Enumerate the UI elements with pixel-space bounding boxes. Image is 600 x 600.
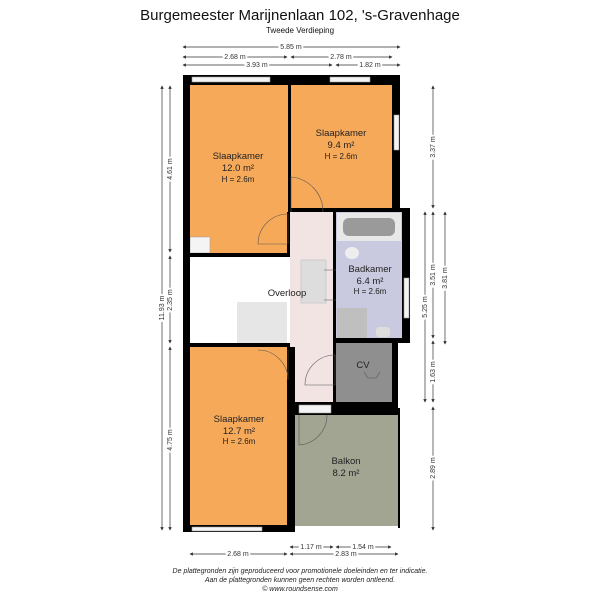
floor-subtitle: Tweede Verdieping — [266, 26, 334, 35]
svg-text:2.68 m: 2.68 m — [224, 54, 246, 61]
dimensions-top: 5.85 m 2.68 m 2.78 m 3.93 m 1.82 m — [182, 42, 401, 71]
svg-text:Badkamer: Badkamer — [348, 264, 391, 275]
copyright-link[interactable]: © www.roundsense.com — [262, 585, 338, 593]
svg-text:Slaapkamer: Slaapkamer — [214, 414, 265, 425]
window — [393, 114, 400, 151]
svg-text:Balkon: Balkon — [331, 456, 360, 467]
toilet-icon — [345, 247, 359, 259]
door-bedroom-1[interactable] — [257, 213, 289, 245]
bathtub-basin — [343, 218, 395, 236]
window — [403, 277, 410, 319]
window — [191, 76, 271, 83]
svg-text:1.54 m: 1.54 m — [352, 544, 374, 551]
svg-text:De plattegronden zijn geproduc: De plattegronden zijn geproduceerd voor … — [173, 568, 428, 575]
landing-furniture — [300, 259, 327, 304]
svg-text:9.4 m²: 9.4 m² — [328, 140, 355, 151]
cv-area — [335, 343, 392, 402]
svg-text:Slaapkamer: Slaapkamer — [213, 151, 264, 162]
svg-text:Aan de plattegronden kunnen ge: Aan de plattegronden kunnen geen rechten… — [204, 577, 395, 584]
door-bedroom-3[interactable] — [257, 349, 289, 381]
page-title: Burgemeester Marijnenlaan 102, 's-Graven… — [140, 7, 460, 24]
dimensions-left: 11.93 m 4.61 m 2.35 m 4.75 m — [157, 85, 176, 531]
svg-text:8.2 m²: 8.2 m² — [333, 468, 360, 479]
svg-text:2.78 m: 2.78 m — [330, 54, 352, 61]
room-cv: CV — [356, 360, 370, 371]
svg-text:1.17 m: 1.17 m — [300, 544, 322, 551]
shaft — [189, 236, 211, 254]
shower-icon — [337, 308, 367, 338]
svg-text:2.89 m: 2.89 m — [430, 457, 437, 479]
washing-machine-icon — [363, 371, 381, 379]
door-bathroom[interactable] — [324, 269, 336, 301]
svg-text:12.0 m²: 12.0 m² — [222, 163, 254, 174]
svg-text:3.81 m: 3.81 m — [442, 267, 449, 289]
bedroom-1-area — [190, 85, 288, 253]
svg-text:Slaapkamer: Slaapkamer — [316, 128, 367, 139]
room-bedroom-1: Slaapkamer 12.0 m² H = 2.6m — [213, 151, 264, 184]
svg-text:11.93 m: 11.93 m — [159, 295, 166, 320]
svg-text:4.61 m: 4.61 m — [167, 158, 174, 180]
room-bathroom: Badkamer 6.4 m² H = 2.6m — [348, 264, 391, 296]
svg-text:1.82 m: 1.82 m — [359, 62, 381, 69]
svg-text:1.63 m: 1.63 m — [430, 361, 437, 383]
dimensions-bottom: 2.68 m 1.17 m 1.54 m 2.83 m — [189, 542, 399, 560]
window — [329, 76, 371, 83]
window — [191, 526, 263, 532]
sink-icon — [376, 327, 390, 337]
svg-text:2.83 m: 2.83 m — [335, 551, 357, 558]
svg-text:3.37 m: 3.37 m — [430, 136, 437, 158]
staircase — [237, 302, 287, 343]
svg-text:12.7 m²: 12.7 m² — [223, 426, 255, 437]
svg-text:2.35 m: 2.35 m — [167, 289, 174, 311]
bedroom-3-area — [190, 347, 288, 525]
room-landing: Overloop — [268, 288, 307, 299]
room-bedroom-3: Slaapkamer 12.7 m² H = 2.6m — [214, 414, 265, 446]
svg-text:H = 2.6m: H = 2.6m — [354, 287, 387, 296]
room-balcony: Balkon 8.2 m² — [331, 456, 360, 479]
svg-text:H = 2.6m: H = 2.6m — [325, 152, 358, 161]
svg-text:3.93 m: 3.93 m — [246, 62, 268, 69]
door-bedroom-2[interactable] — [290, 176, 324, 213]
bedroom-2-area — [291, 85, 392, 208]
svg-text:6.4 m²: 6.4 m² — [357, 276, 384, 287]
svg-text:3.51 m: 3.51 m — [430, 264, 437, 286]
disclaimer: De plattegronden zijn geproduceerd voor … — [173, 568, 428, 593]
dimensions-right: 3.37 m 5.25 m 3.51 m 3.81 m 1.63 m 2.89 … — [420, 85, 451, 531]
balcony-door[interactable] — [298, 404, 332, 414]
svg-text:4.75 m: 4.75 m — [167, 429, 174, 451]
door-cv[interactable] — [304, 354, 336, 386]
svg-text:5.85 m: 5.85 m — [280, 44, 302, 51]
room-bedroom-2: Slaapkamer 9.4 m² H = 2.6m — [316, 128, 367, 161]
svg-text:H = 2.6m: H = 2.6m — [223, 437, 256, 446]
door-balcony[interactable] — [298, 414, 328, 446]
svg-text:H = 2.6m: H = 2.6m — [222, 175, 255, 184]
balcony-area — [295, 415, 398, 526]
svg-text:2.68 m: 2.68 m — [227, 551, 249, 558]
landing-area — [290, 212, 333, 402]
svg-text:5.25 m: 5.25 m — [422, 296, 429, 318]
